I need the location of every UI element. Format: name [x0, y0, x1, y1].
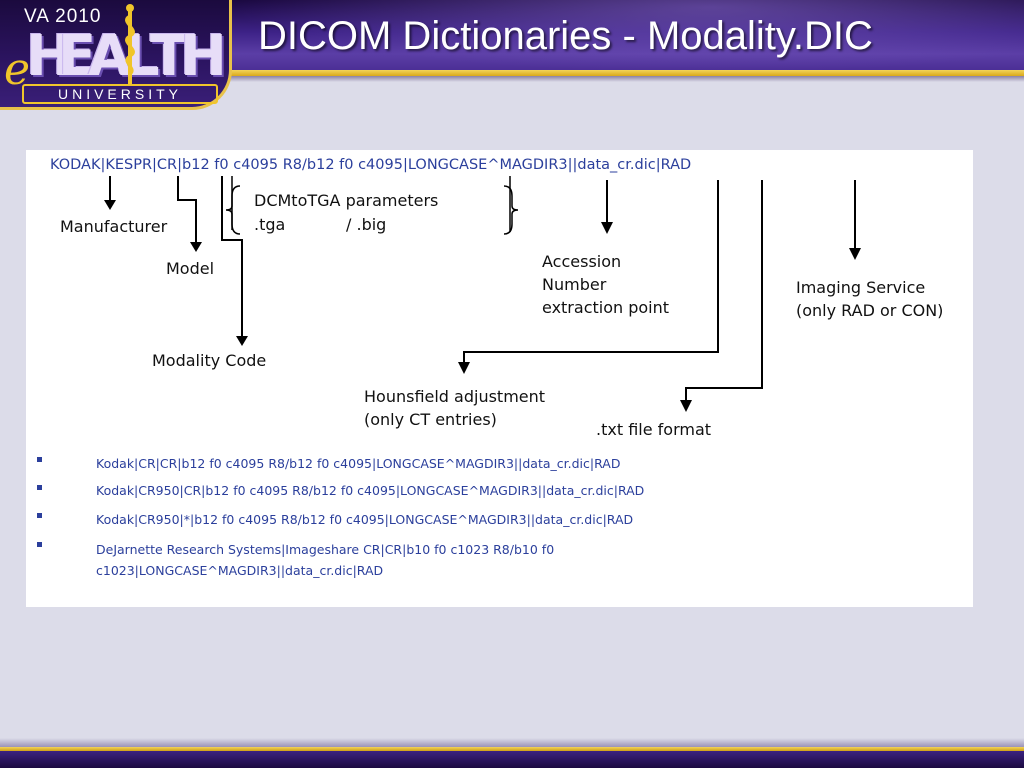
example-bullet-2 — [37, 485, 42, 490]
ehealth-university-logo: VA 2010 H E A L T H e UNIVERSITY — [0, 0, 232, 110]
example-line-2: Kodak|CR950|CR|b12 f0 c4095 R8/b12 f0 c4… — [96, 483, 644, 498]
imaging-service-label-line1: Imaging Service — [796, 278, 925, 297]
example-line-1: Kodak|CR|CR|b12 f0 c4095 R8/b12 f0 c4095… — [96, 456, 620, 471]
model-label: Model — [166, 259, 214, 278]
footer-shadow — [0, 738, 1024, 748]
dcm-params-tga: .tga — [254, 215, 285, 234]
model-arrow — [177, 176, 197, 244]
logo-year-label: VA 2010 — [24, 6, 102, 27]
caduceus-icon — [125, 4, 135, 84]
accession-label-line1: Accession — [542, 252, 621, 271]
imaging-service-arrowhead — [849, 248, 861, 260]
example-bullet-1 — [37, 457, 42, 462]
accession-label-line3: extraction point — [542, 298, 669, 317]
imaging-service-label-line2: (only RAD or CON) — [796, 301, 943, 320]
modality-code-arrow — [221, 176, 243, 338]
header-glow — [230, 0, 1024, 72]
logo-letter-h2: H — [180, 24, 227, 89]
accession-label-line2: Number — [542, 275, 607, 294]
header-gold-stripe — [0, 70, 1024, 76]
modality-code-label: Modality Code — [152, 351, 266, 370]
modality-dic-diagram-svg: KODAK|KESPR|CR|b12 f0 c4095 R8/b12 f0 c4… — [37, 157, 943, 578]
modality-dic-diagram: KODAK|KESPR|CR|b12 f0 c4095 R8/b12 f0 c4… — [26, 150, 973, 607]
footer-bar — [0, 751, 1024, 768]
logo-letter-a: A — [88, 24, 131, 89]
dcm-params-brace-left — [225, 185, 241, 235]
modality-code-arrowhead — [236, 336, 248, 346]
slide-title: DICOM Dictionaries - Modality.DIC — [258, 14, 873, 58]
footer-gold-stripe — [0, 747, 1024, 751]
dcm-params-label: DCMtoTGA parameters — [254, 191, 438, 210]
logo-letter-t: T — [150, 24, 188, 89]
example-line-3: Kodak|CR950|*|b12 f0 c4095 R8/b12 f0 c40… — [96, 512, 633, 527]
hounsfield-label-line2: (only CT entries) — [364, 410, 497, 429]
example-bullet-4 — [37, 542, 42, 547]
hounsfield-arrow — [463, 180, 719, 364]
accession-arrowhead — [601, 222, 613, 234]
logo-letter-h: H — [26, 24, 73, 89]
logo-letter-e: E — [58, 24, 96, 89]
example-line-4: DeJarnette Research Systems|Imageshare C… — [96, 542, 554, 557]
hounsfield-arrowhead — [458, 362, 470, 374]
logo-e-letter: e — [4, 44, 31, 95]
example-line-4-continued: c1023|LONGCASE^MAGDIR3||data_cr.dic|RAD — [96, 563, 383, 578]
dcm-params-brace-right — [503, 185, 519, 235]
txt-format-arrow — [685, 180, 763, 402]
header-shadow — [0, 76, 1024, 82]
model-arrowhead — [190, 242, 202, 252]
dcm-params-big: / .big — [346, 215, 386, 234]
hounsfield-label-line1: Hounsfield adjustment — [364, 387, 545, 406]
example-bullet-3 — [37, 513, 42, 518]
manufacturer-label: Manufacturer — [60, 217, 168, 236]
txt-format-label: .txt file format — [596, 420, 711, 439]
txt-format-arrowhead — [680, 400, 692, 412]
code-line: KODAK|KESPR|CR|b12 f0 c4095 R8/b12 f0 c4… — [50, 157, 691, 173]
logo-university-label: UNIVERSITY — [22, 84, 218, 104]
manufacturer-arrowhead — [104, 200, 116, 210]
